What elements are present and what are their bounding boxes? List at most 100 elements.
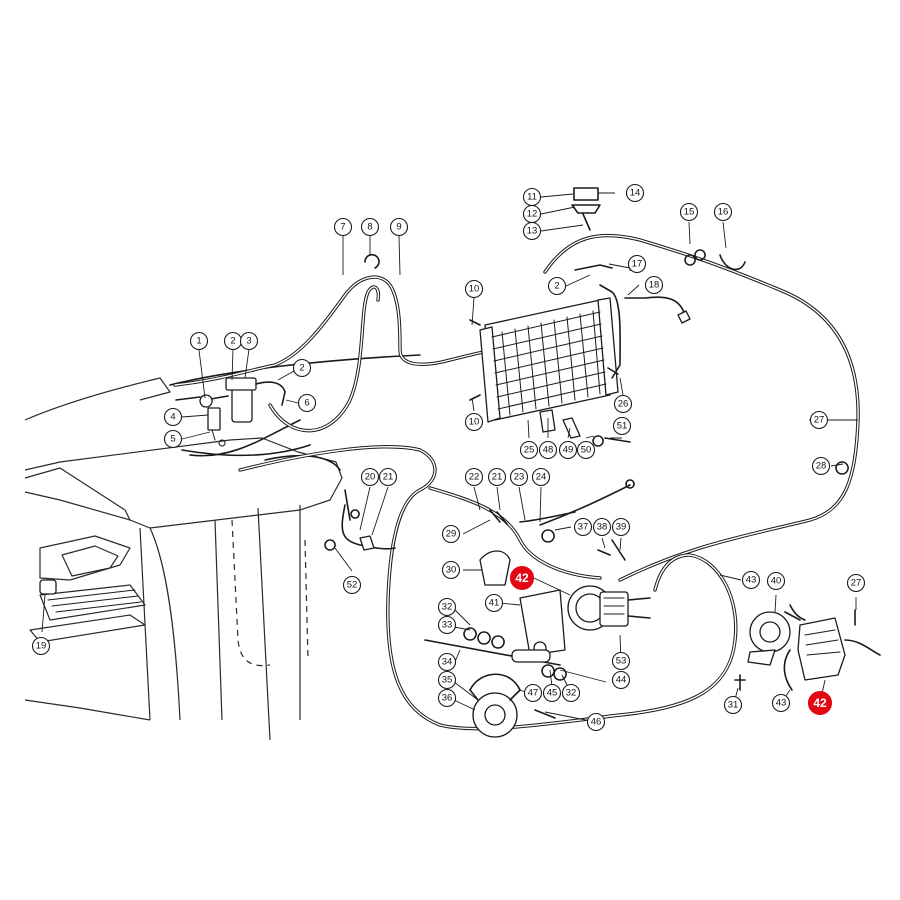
svg-text:19: 19 — [36, 641, 47, 652]
callout-19[interactable]: 19 — [31, 636, 51, 656]
callout-36[interactable]: 36 — [437, 688, 457, 708]
callout-33[interactable]: 33 — [437, 615, 457, 635]
svg-text:29: 29 — [446, 529, 457, 540]
callout-30[interactable]: 30 — [441, 560, 461, 580]
callout-25[interactable]: 25 — [519, 440, 539, 460]
svg-text:1: 1 — [196, 336, 201, 347]
callout-23[interactable]: 23 — [509, 467, 529, 487]
svg-text:35: 35 — [442, 675, 453, 686]
callout-8[interactable]: 8 — [360, 217, 380, 237]
callout-10[interactable]: 10 — [464, 279, 484, 299]
svg-text:7: 7 — [340, 222, 345, 233]
callout-47[interactable]: 47 — [523, 683, 543, 703]
callout-49[interactable]: 49 — [558, 440, 578, 460]
callout-7[interactable]: 7 — [333, 217, 353, 237]
svg-text:53: 53 — [616, 656, 627, 667]
tractor-cab-outline — [24, 354, 421, 741]
hoses-center — [238, 445, 738, 731]
svg-text:27: 27 — [814, 415, 825, 426]
callout-42-highlighted[interactable]: 42 — [509, 565, 535, 591]
callout-40[interactable]: 40 — [766, 571, 786, 591]
callout-37[interactable]: 37 — [573, 517, 593, 537]
callout-15[interactable]: 15 — [679, 202, 699, 222]
callout-14[interactable]: 14 — [625, 183, 645, 203]
callout-31[interactable]: 31 — [723, 695, 743, 715]
callout-6[interactable]: 6 — [297, 393, 317, 413]
callout-53[interactable]: 53 — [611, 651, 631, 671]
svg-text:13: 13 — [527, 226, 538, 237]
callout-43[interactable]: 43 — [741, 570, 761, 590]
callout-12[interactable]: 12 — [522, 204, 542, 224]
callout-10[interactable]: 10 — [464, 412, 484, 432]
fittings-center — [324, 489, 626, 561]
svg-text:16: 16 — [718, 207, 729, 218]
callout-11[interactable]: 11 — [522, 187, 542, 207]
svg-text:32: 32 — [442, 602, 453, 613]
callout-13[interactable]: 13 — [522, 221, 542, 241]
callout-42-highlighted[interactable]: 42 — [807, 690, 833, 716]
callout-21[interactable]: 21 — [378, 467, 398, 487]
svg-text:32: 32 — [566, 688, 577, 699]
compressor-variant-right — [734, 604, 881, 691]
callout-39[interactable]: 39 — [611, 517, 631, 537]
svg-text:2: 2 — [299, 363, 304, 374]
callout-50[interactable]: 50 — [576, 440, 596, 460]
callout-26[interactable]: 26 — [613, 394, 633, 414]
svg-text:8: 8 — [367, 222, 372, 233]
callout-44[interactable]: 44 — [611, 670, 631, 690]
callout-16[interactable]: 16 — [713, 202, 733, 222]
callout-32[interactable]: 32 — [561, 683, 581, 703]
callout-4[interactable]: 4 — [163, 407, 183, 427]
callout-2[interactable]: 2 — [292, 358, 312, 378]
callout-27[interactable]: 27 — [846, 573, 866, 593]
callout-32[interactable]: 32 — [437, 597, 457, 617]
svg-text:52: 52 — [347, 580, 358, 591]
svg-text:27: 27 — [851, 578, 862, 589]
callout-9[interactable]: 9 — [389, 217, 409, 237]
callout-20[interactable]: 20 — [360, 467, 380, 487]
receiver-dryer-assembly — [175, 377, 301, 457]
callout-22[interactable]: 22 — [464, 467, 484, 487]
callout-34[interactable]: 34 — [437, 652, 457, 672]
callout-5[interactable]: 5 — [163, 429, 183, 449]
callout-38[interactable]: 38 — [592, 517, 612, 537]
svg-text:15: 15 — [684, 207, 695, 218]
callout-29[interactable]: 29 — [441, 524, 461, 544]
callout-24[interactable]: 24 — [531, 467, 551, 487]
callout-28[interactable]: 28 — [811, 456, 831, 476]
callout-17[interactable]: 17 — [627, 254, 647, 274]
callout-46[interactable]: 46 — [586, 712, 606, 732]
callout-52[interactable]: 52 — [342, 575, 362, 595]
callout-1[interactable]: 1 — [189, 331, 209, 351]
callout-48[interactable]: 48 — [538, 440, 558, 460]
callout-27[interactable]: 27 — [809, 410, 829, 430]
svg-text:44: 44 — [616, 675, 627, 686]
svg-text:42: 42 — [813, 696, 827, 710]
callout-18[interactable]: 18 — [644, 275, 664, 295]
svg-text:26: 26 — [618, 399, 629, 410]
svg-text:41: 41 — [489, 598, 500, 609]
svg-text:5: 5 — [170, 434, 175, 445]
svg-text:14: 14 — [630, 188, 641, 199]
svg-text:24: 24 — [536, 472, 547, 483]
callout-2[interactable]: 2 — [223, 331, 243, 351]
svg-text:36: 36 — [442, 693, 453, 704]
callout-43[interactable]: 43 — [771, 693, 791, 713]
svg-text:12: 12 — [527, 209, 538, 220]
callout-51[interactable]: 51 — [612, 416, 632, 436]
svg-text:21: 21 — [492, 472, 503, 483]
callout-41[interactable]: 41 — [484, 593, 504, 613]
svg-text:42: 42 — [515, 571, 529, 585]
callout-45[interactable]: 45 — [542, 683, 562, 703]
svg-text:37: 37 — [578, 522, 589, 533]
drain-cap — [39, 579, 57, 595]
callout-21[interactable]: 21 — [487, 467, 507, 487]
callout-35[interactable]: 35 — [437, 670, 457, 690]
svg-text:28: 28 — [816, 461, 827, 472]
svg-text:31: 31 — [728, 700, 739, 711]
hoses-upper-left — [173, 253, 562, 457]
compressor-assembly — [424, 550, 651, 738]
callout-2[interactable]: 2 — [547, 276, 567, 296]
callout-3[interactable]: 3 — [239, 331, 259, 351]
